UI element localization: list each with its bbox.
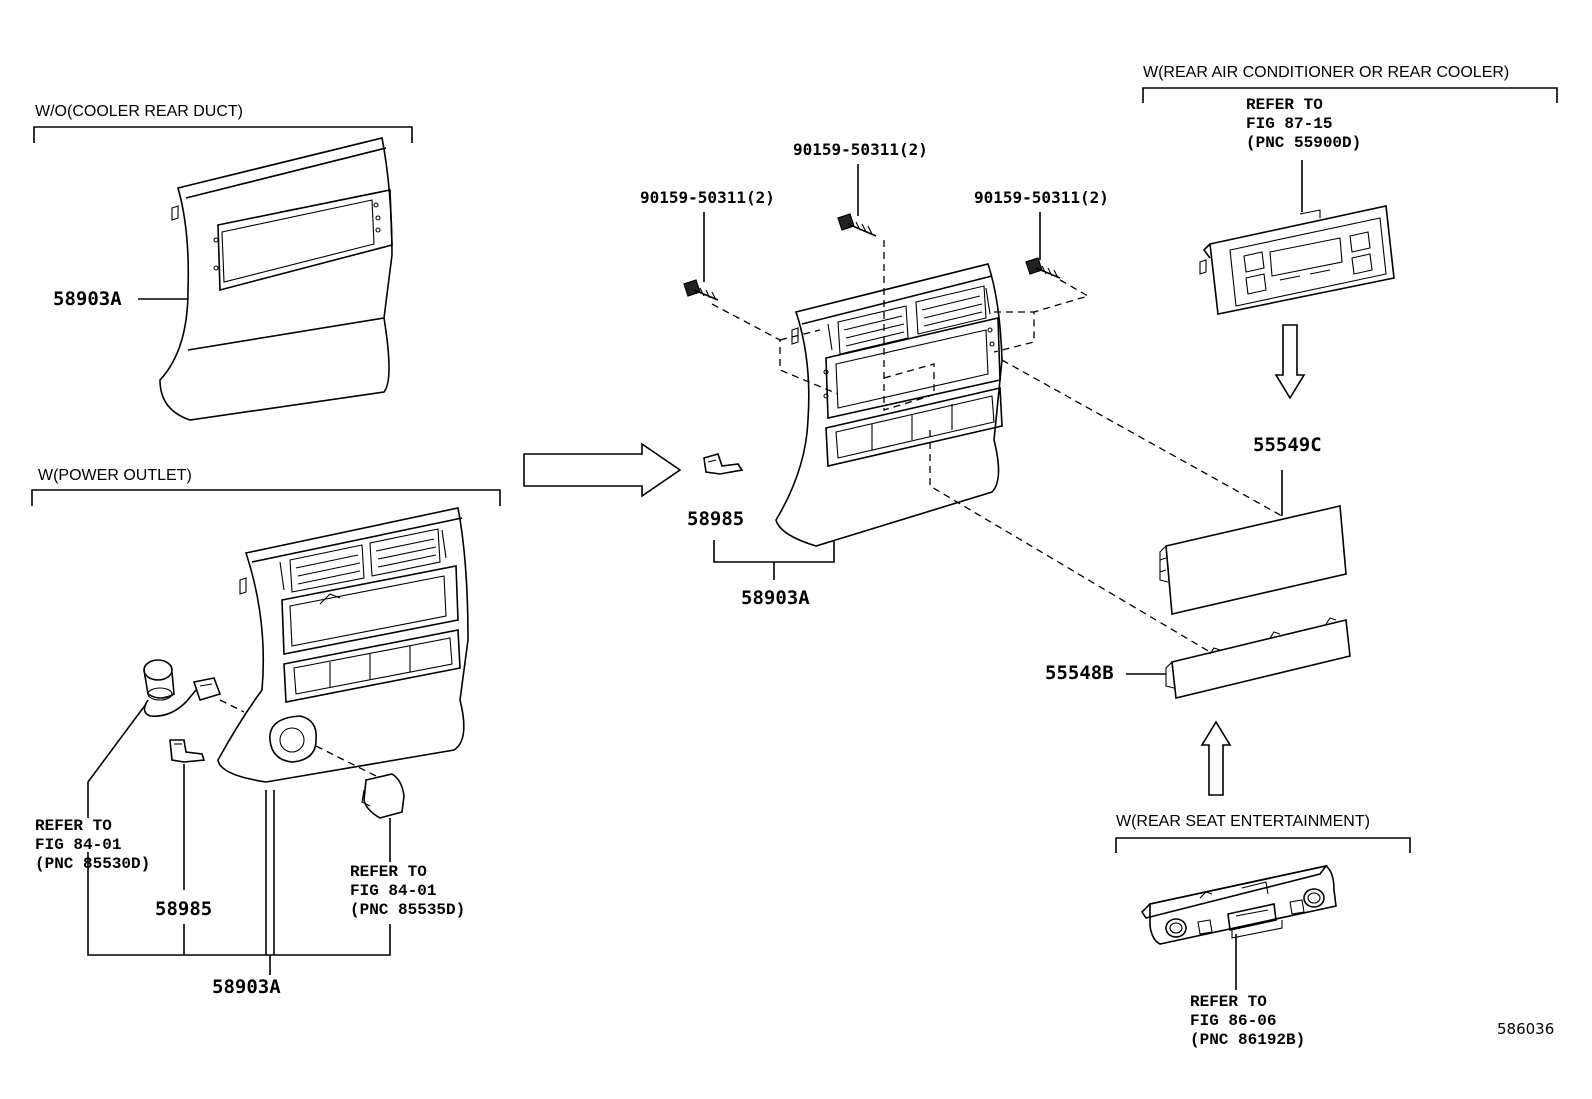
panel-power-outlet bbox=[31, 489, 501, 783]
panel-55548b bbox=[1126, 617, 1351, 796]
header-w-power-outlet: W(POWER OUTLET) bbox=[38, 467, 192, 484]
dashed-guides bbox=[711, 240, 1283, 653]
panel-no-duct bbox=[33, 126, 413, 421]
part-58985-left[interactable]: 58985 bbox=[155, 898, 213, 920]
part-55549c[interactable]: 55549C bbox=[1253, 434, 1322, 456]
ac-control bbox=[1142, 87, 1558, 400]
part-58903a-bottom[interactable]: 58903A bbox=[212, 976, 281, 998]
part-58903a-center[interactable]: 58903A bbox=[741, 587, 810, 609]
header-w-rear-seat-entertainment: W(REAR SEAT ENTERTAINMENT) bbox=[1116, 813, 1370, 830]
panel-55549c bbox=[1159, 470, 1347, 615]
screw-left bbox=[683, 212, 719, 301]
screw-mid bbox=[837, 164, 877, 237]
screw-right bbox=[1025, 212, 1061, 279]
panel-center bbox=[775, 263, 1003, 547]
header-wo-cooler-rear-duct: W/O(COOLER REAR DUCT) bbox=[35, 103, 243, 120]
part-screw-mid[interactable]: 90159-50311(2) bbox=[793, 140, 928, 159]
part-screw-left[interactable]: 90159-50311(2) bbox=[640, 188, 775, 207]
part-55548b[interactable]: 55548B bbox=[1045, 662, 1114, 684]
bracket-58903a-bottom bbox=[87, 790, 391, 975]
clip-58985-left bbox=[169, 739, 206, 890]
clip-58985-center bbox=[703, 453, 744, 475]
outlet-cap bbox=[315, 745, 405, 862]
part-58903a-top[interactable]: 58903A bbox=[53, 288, 122, 310]
bracket-58903a-center bbox=[713, 540, 835, 580]
part-screw-right[interactable]: 90159-50311(2) bbox=[974, 188, 1109, 207]
diagram-code: 586036 bbox=[1497, 1020, 1555, 1038]
part-58985-center[interactable]: 58985 bbox=[687, 508, 745, 530]
cigar-socket bbox=[87, 659, 245, 818]
rse-control bbox=[1115, 837, 1411, 990]
arrow-right bbox=[523, 442, 682, 498]
header-w-rear-ac: W(REAR AIR CONDITIONER OR REAR COOLER) bbox=[1143, 64, 1510, 81]
